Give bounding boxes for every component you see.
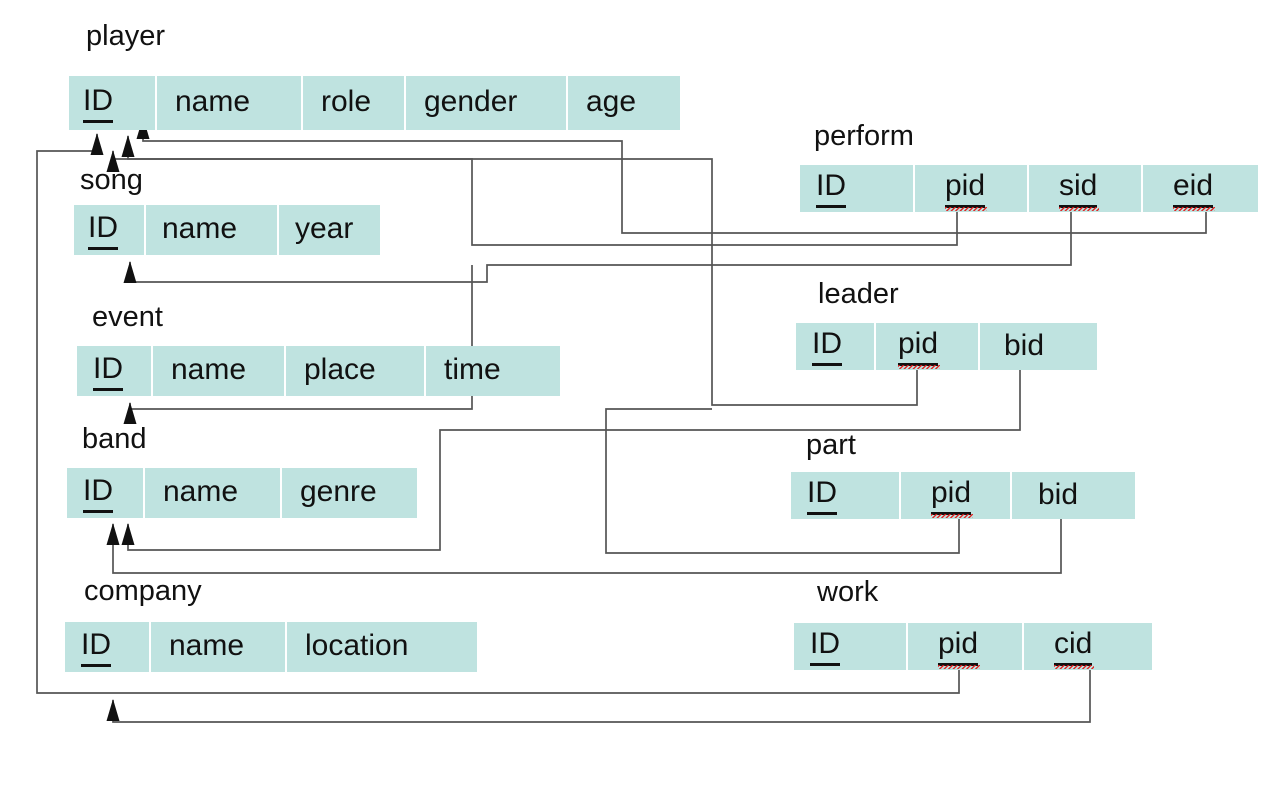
column-event-place[interactable]: place	[286, 346, 426, 396]
column-player-role[interactable]: role	[303, 76, 406, 130]
column-work-pid[interactable]: pid	[908, 623, 1024, 670]
column-player-age[interactable]: age	[568, 76, 680, 130]
edge-part-bid-to-band-id	[106, 519, 1062, 574]
column-band-name[interactable]: name	[145, 468, 282, 518]
column-leader-id[interactable]: ID	[796, 323, 876, 370]
column-work-cid[interactable]: cid	[1024, 623, 1152, 670]
column-player-name[interactable]: name	[157, 76, 303, 130]
column-work-id[interactable]: ID	[794, 623, 908, 670]
table-title-player: player	[86, 20, 165, 52]
column-song-year[interactable]: year	[279, 205, 380, 255]
edge-leader-bid-to-band-id	[121, 370, 1021, 551]
table-header-row-player: ID name role gender age	[69, 76, 680, 130]
edge-work-cid-to-company-id	[106, 670, 1091, 723]
table-title-event: event	[92, 301, 163, 333]
column-band-id[interactable]: ID	[67, 468, 145, 518]
table-header-row-song: ID name year	[74, 205, 380, 255]
table-header-row-band: ID name genre	[67, 468, 417, 518]
table-title-perform: perform	[814, 120, 914, 152]
table-header-row-perform: ID pid sid eid	[800, 165, 1258, 212]
table-title-work: work	[817, 576, 879, 608]
column-perform-sid[interactable]: sid	[1029, 165, 1143, 212]
column-song-name[interactable]: name	[146, 205, 279, 255]
column-company-id[interactable]: ID	[65, 622, 151, 672]
table-title-song: song	[80, 164, 143, 196]
column-perform-pid[interactable]: pid	[915, 165, 1029, 212]
table-header-row-leader: ID pid bid	[796, 323, 1097, 370]
table-title-leader: leader	[818, 278, 899, 310]
column-company-location[interactable]: location	[287, 622, 477, 672]
column-event-id[interactable]: ID	[77, 346, 153, 396]
table-title-company: company	[84, 575, 202, 607]
column-company-name[interactable]: name	[151, 622, 287, 672]
table-header-row-event: ID name place time	[77, 346, 560, 396]
column-song-id[interactable]: ID	[74, 205, 146, 255]
table-header-row-company: ID name location	[65, 622, 477, 672]
column-part-id[interactable]: ID	[791, 472, 901, 519]
table-title-band: band	[82, 423, 147, 455]
column-player-id[interactable]: ID	[69, 76, 157, 130]
column-perform-id[interactable]: ID	[800, 165, 915, 212]
column-leader-bid[interactable]: bid	[980, 323, 1097, 370]
column-perform-eid[interactable]: eid	[1143, 165, 1258, 212]
table-title-part: part	[806, 429, 856, 461]
table-header-row-work: ID pid cid	[794, 623, 1152, 670]
column-leader-pid[interactable]: pid	[876, 323, 980, 370]
column-event-name[interactable]: name	[153, 346, 286, 396]
table-header-row-part: ID pid bid	[791, 472, 1135, 519]
column-event-time[interactable]: time	[426, 346, 560, 396]
column-player-gender[interactable]: gender	[406, 76, 568, 130]
column-part-pid[interactable]: pid	[901, 472, 1012, 519]
column-part-bid[interactable]: bid	[1012, 472, 1135, 519]
column-band-genre[interactable]: genre	[282, 468, 417, 518]
